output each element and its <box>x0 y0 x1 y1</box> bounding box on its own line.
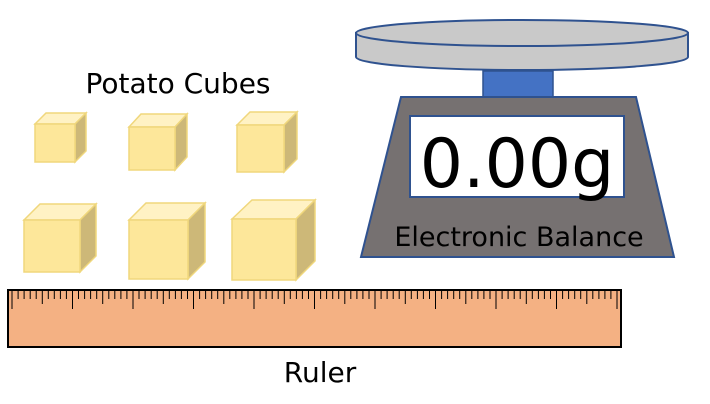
potato-cube <box>33 111 88 164</box>
potato-cubes-label: Potato Cubes <box>85 67 270 100</box>
potato-cube <box>127 201 207 281</box>
balance-reading: 0.00g <box>420 125 615 204</box>
potato-cubes-group <box>22 110 317 282</box>
electronic-balance: 0.00g Electronic Balance <box>355 19 689 258</box>
ruler-label: Ruler <box>284 356 357 389</box>
ruler-tick-marks <box>11 291 618 309</box>
potato-cube <box>127 112 189 172</box>
potato-cube <box>235 110 299 174</box>
balance-neck <box>482 70 554 99</box>
balance-label: Electronic Balance <box>394 222 643 253</box>
potato-cube <box>230 198 317 282</box>
balance-pan <box>355 19 689 71</box>
potato-cube <box>22 202 98 274</box>
balance-display <box>409 115 625 198</box>
ruler <box>7 289 622 348</box>
